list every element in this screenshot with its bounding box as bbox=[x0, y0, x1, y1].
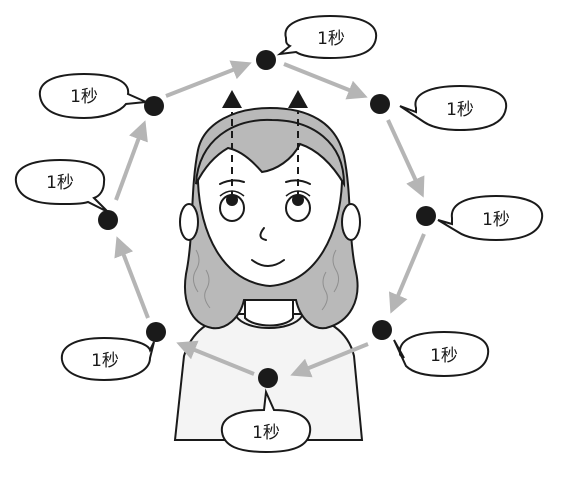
arrow-8 bbox=[114, 120, 148, 201]
nose bbox=[259, 227, 267, 241]
point-dot bbox=[146, 322, 166, 342]
arrow-1 bbox=[165, 60, 252, 98]
right-ear bbox=[341, 203, 361, 241]
left-eye bbox=[219, 190, 245, 222]
woman-figure bbox=[173, 90, 364, 441]
callout-left: 1秒 bbox=[14, 158, 118, 230]
callout-label: 1秒 bbox=[70, 87, 98, 107]
arrow-6 bbox=[176, 340, 255, 376]
callout-label: 1秒 bbox=[91, 351, 119, 371]
callout-label: 1秒 bbox=[430, 346, 458, 366]
point-dot bbox=[370, 94, 390, 114]
callout-right: 1秒 bbox=[416, 194, 544, 242]
right-gaze-arrow-icon bbox=[288, 90, 308, 108]
point-dot bbox=[256, 50, 276, 70]
callout-lower-left: 1秒 bbox=[60, 322, 166, 382]
rotation-arrows bbox=[114, 60, 426, 378]
point-dot bbox=[258, 368, 278, 388]
callout-label: 1秒 bbox=[482, 210, 510, 230]
arrow-4 bbox=[388, 233, 426, 314]
point-dot bbox=[98, 210, 118, 230]
mouth bbox=[251, 259, 285, 267]
callout-label: 1秒 bbox=[46, 173, 74, 193]
arrow-2 bbox=[283, 62, 368, 100]
arrow-7 bbox=[114, 236, 150, 319]
collar bbox=[235, 315, 303, 329]
callout-label: 1秒 bbox=[252, 423, 280, 443]
point-dot bbox=[416, 206, 436, 226]
callout-lower-right: 1秒 bbox=[372, 320, 490, 378]
callout-upper-right: 1秒 bbox=[370, 84, 508, 132]
point-dot bbox=[372, 320, 392, 340]
left-ear bbox=[179, 203, 199, 241]
point-dot bbox=[144, 96, 164, 116]
callouts: 1秒 1秒 1秒 1秒 1秒 1秒 bbox=[14, 14, 544, 454]
arrow-5 bbox=[290, 342, 369, 378]
arrow-3 bbox=[386, 119, 425, 198]
callout-top: 1秒 bbox=[256, 14, 378, 70]
left-gaze-arrow-icon bbox=[222, 90, 242, 108]
callout-upper-left: 1秒 bbox=[38, 72, 164, 120]
callout-label: 1秒 bbox=[446, 100, 474, 120]
callout-bottom: 1秒 bbox=[220, 368, 312, 454]
callout-label: 1秒 bbox=[317, 29, 345, 49]
